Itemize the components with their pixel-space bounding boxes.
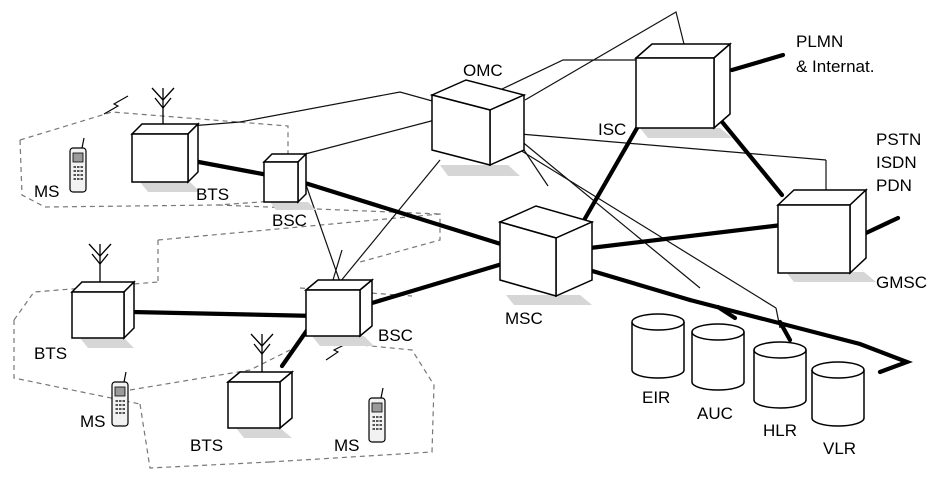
label-vlr: VLR — [823, 439, 856, 458]
mobile-phone-icon-bottom — [368, 387, 386, 443]
antenna-bottom — [250, 333, 274, 372]
label-bts-top: BTS — [196, 185, 229, 204]
label-ms-left: MS — [80, 412, 106, 431]
label-eir: EIR — [642, 388, 670, 407]
label-bsc-bottom: BSC — [378, 326, 413, 345]
isc-box — [634, 42, 732, 138]
bts-bottom-box — [225, 370, 295, 438]
radio-bolt-top — [103, 95, 129, 115]
msc-box — [497, 205, 595, 305]
gmsc-box — [776, 188, 876, 282]
antenna-top — [151, 87, 175, 126]
label-plmn: PLMN — [796, 32, 843, 51]
label-bts-bottom: BTS — [190, 436, 223, 455]
vlr-database — [811, 361, 865, 427]
antenna-left — [88, 243, 112, 282]
omc-box — [429, 79, 527, 176]
label-pstn: PSTN — [876, 130, 921, 149]
mobile-phone-icon-left — [111, 371, 129, 427]
label-pdn: PDN — [876, 176, 912, 195]
auc-database — [691, 323, 745, 391]
label-omc: OMC — [463, 61, 503, 80]
radio-bolt-bottom — [325, 342, 349, 361]
cell-bottom — [129, 341, 435, 469]
bts-top-box — [130, 122, 200, 192]
mobile-phone-icon-top — [69, 137, 87, 193]
label-bsc-top: BSC — [272, 211, 307, 230]
label-plmn-internat: & Internat. — [796, 57, 874, 76]
label-hlr: HLR — [763, 421, 797, 440]
label-auc: AUC — [697, 404, 733, 423]
bsc-bottom-box — [303, 278, 375, 346]
hlr-database — [753, 341, 807, 409]
label-isc: ISC — [598, 120, 626, 139]
bts-left-box — [70, 280, 136, 348]
label-ms-top: MS — [34, 182, 60, 201]
label-bts-left: BTS — [34, 344, 67, 363]
label-gmsc: GMSC — [876, 273, 927, 292]
eir-database — [631, 313, 685, 379]
label-ms-bottom: MS — [334, 436, 360, 455]
label-msc: MSC — [505, 309, 543, 328]
bsc-top-box — [262, 152, 316, 210]
label-isdn: ISDN — [876, 153, 917, 172]
